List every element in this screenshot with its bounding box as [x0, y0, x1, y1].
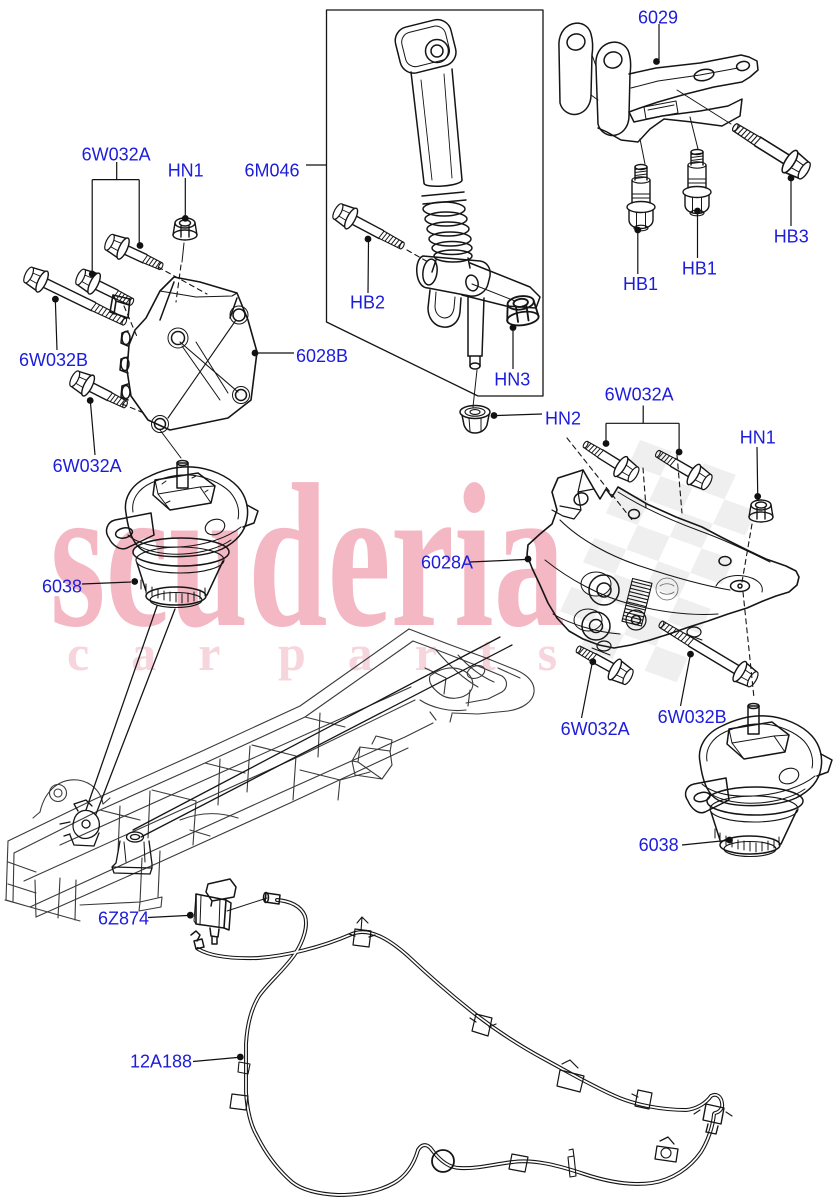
svg-text:6028A: 6028A: [421, 552, 473, 572]
svg-text:6Z874: 6Z874: [98, 908, 149, 928]
svg-text:6W032A: 6W032A: [53, 456, 122, 476]
svg-text:6028B: 6028B: [296, 346, 348, 366]
svg-text:6M046: 6M046: [245, 161, 300, 181]
svg-text:6038: 6038: [42, 576, 82, 596]
svg-text:6W032A: 6W032A: [605, 385, 674, 405]
svg-text:HB1: HB1: [682, 259, 717, 279]
svg-text:scuderia: scuderia: [50, 441, 565, 670]
svg-text:6W032B: 6W032B: [19, 350, 88, 370]
svg-text:12A188: 12A188: [130, 1051, 192, 1071]
svg-text:HN1: HN1: [168, 160, 204, 180]
svg-text:6029: 6029: [638, 7, 678, 27]
svg-text:6038: 6038: [639, 835, 679, 855]
svg-text:HB3: HB3: [774, 227, 809, 247]
svg-text:6W032B: 6W032B: [658, 707, 727, 727]
svg-text:6W032A: 6W032A: [82, 144, 151, 164]
svg-text:HN2: HN2: [545, 408, 581, 428]
svg-text:HB2: HB2: [350, 293, 385, 313]
svg-text:HN3: HN3: [494, 369, 530, 389]
svg-text:HN1: HN1: [740, 428, 776, 448]
svg-text:HB1: HB1: [623, 274, 658, 294]
svg-text:6W032A: 6W032A: [561, 719, 630, 739]
svg-text:parts: parts: [278, 625, 599, 681]
svg-text:car: car: [67, 625, 262, 681]
